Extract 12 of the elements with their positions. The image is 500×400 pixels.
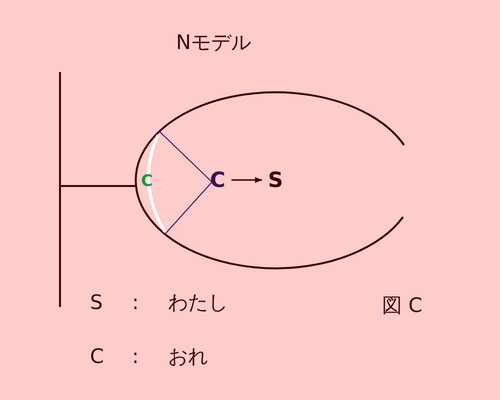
- legend-text: おれ: [168, 345, 208, 367]
- figure-label: 図 C: [382, 294, 422, 316]
- node-letter: S: [268, 169, 284, 191]
- legend-text: :: [132, 291, 139, 313]
- legend-text: C: [90, 345, 104, 367]
- node-letter: C: [210, 169, 226, 191]
- marker-letter: C: [141, 170, 153, 192]
- diagram-title: Nモデル: [176, 31, 251, 53]
- arrow: [231, 177, 262, 183]
- legend-text: わたし: [168, 291, 228, 313]
- legend-text: S: [90, 291, 103, 313]
- legend-text: :: [132, 345, 139, 367]
